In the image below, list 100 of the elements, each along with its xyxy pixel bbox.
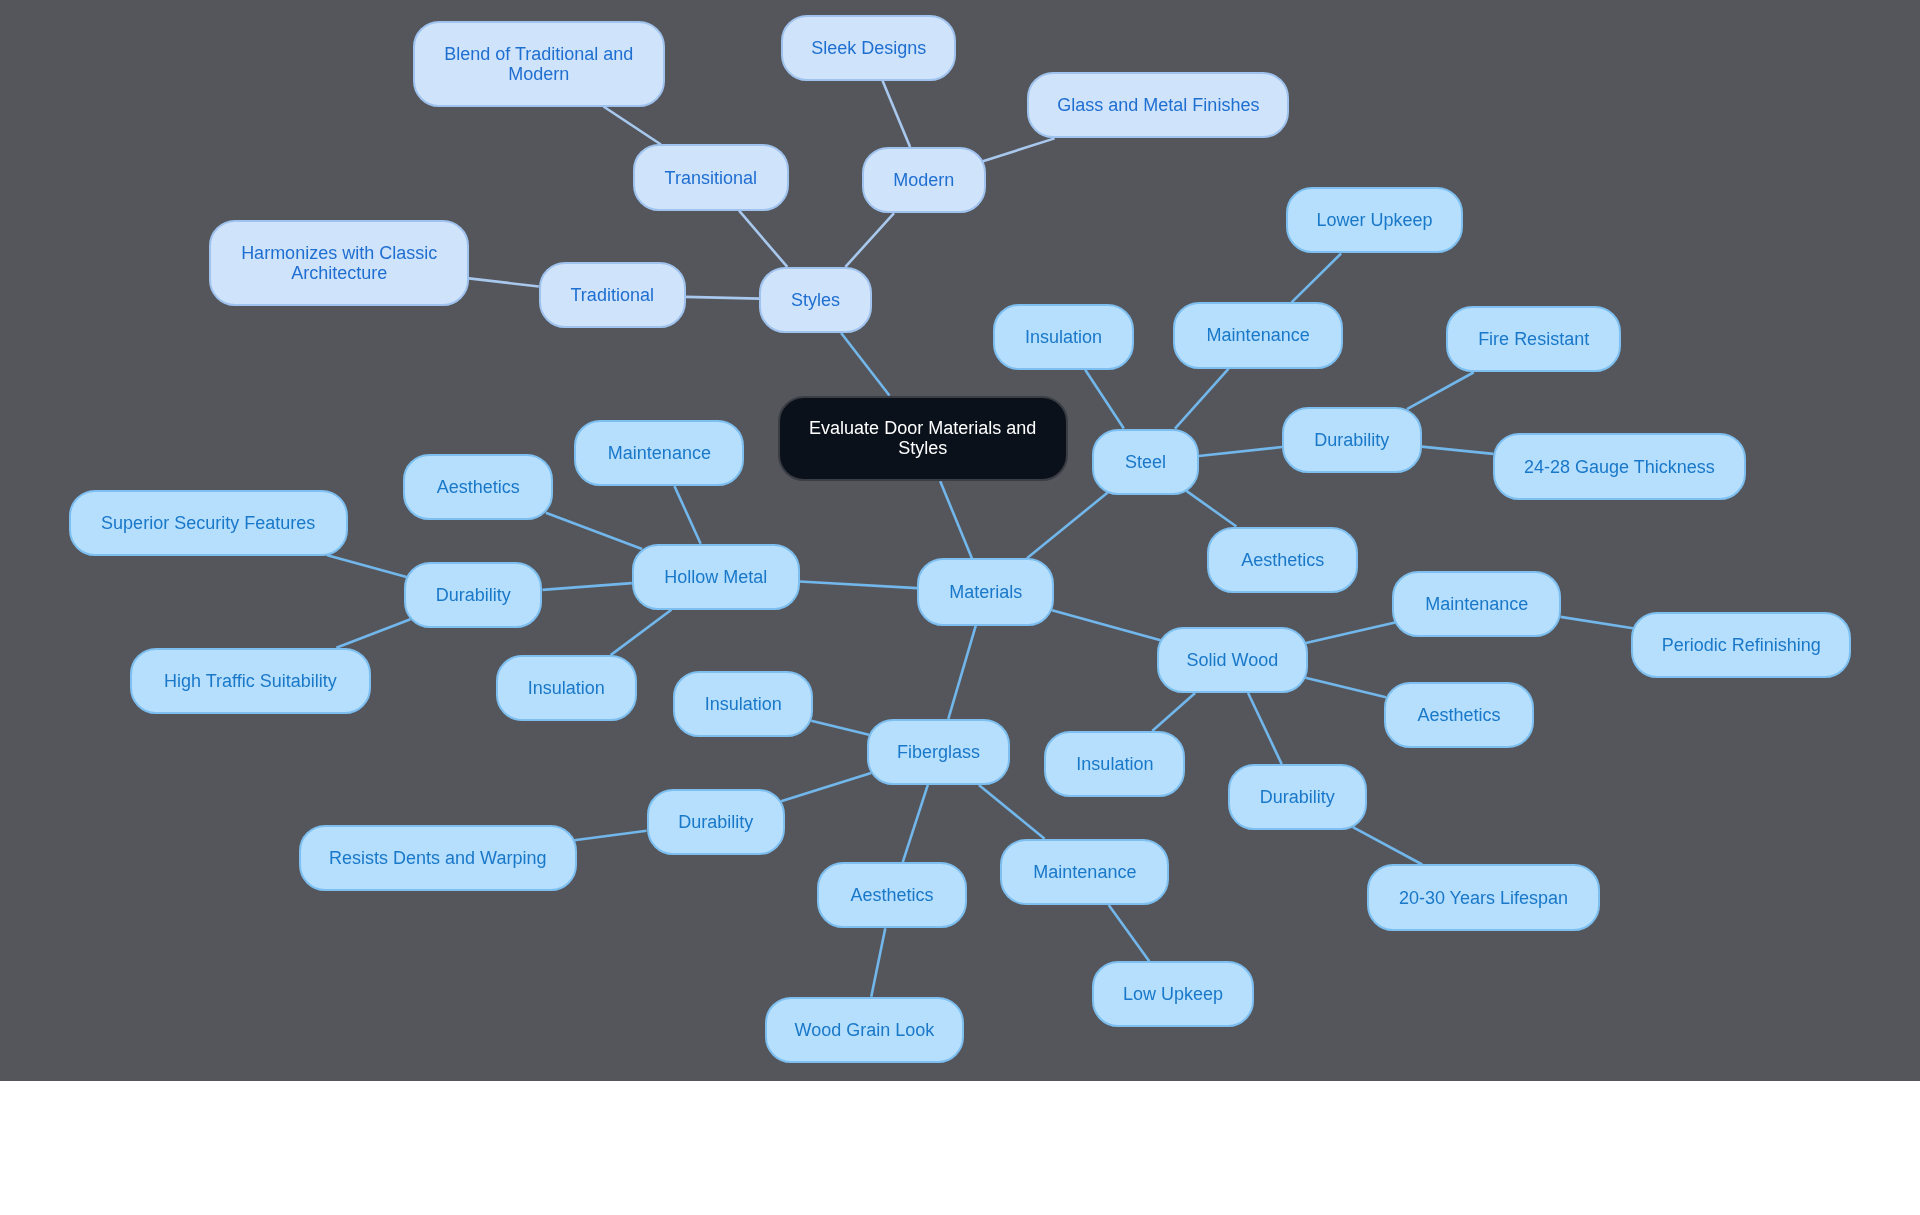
connector-line (982, 137, 1055, 163)
connector-line (939, 480, 974, 559)
topic-label: Maintenance (1425, 593, 1529, 614)
topic-label: Insulation (704, 694, 782, 715)
topic-node (402, 454, 554, 521)
topic-label: Superior Security Features (101, 512, 316, 533)
connector-line (1305, 621, 1396, 645)
topic-node (574, 420, 745, 487)
topic-label: Fire Resistant (1478, 329, 1590, 350)
topic-label: Fiberglass (897, 741, 981, 762)
connector-line (1406, 371, 1475, 411)
topic-node (495, 655, 637, 722)
topic-node (993, 303, 1134, 370)
topic-node (1000, 838, 1170, 905)
topic-node (1383, 682, 1535, 749)
connector-line (1560, 615, 1634, 630)
topic-label: High Traffic Suitability (164, 670, 337, 691)
topic-label: Insulation (1024, 326, 1102, 347)
topic-label: Wood Grain Look (794, 1019, 935, 1040)
connector-line (468, 277, 539, 288)
topic-node (631, 543, 800, 610)
connector-line (673, 485, 702, 545)
connector-line (1084, 369, 1125, 430)
connector-line (609, 608, 673, 657)
topic-label: Aesthetics (436, 477, 520, 498)
connector-line (335, 618, 411, 649)
topic-label: Durability (678, 811, 754, 832)
topic-node (1392, 570, 1562, 637)
topic-node (759, 266, 872, 334)
topic-node (1282, 406, 1422, 473)
topic-label: Transitional (664, 167, 757, 188)
topic-label: Glass and Metal Finishes (1057, 95, 1260, 116)
topic-node (68, 489, 348, 556)
topic-label: Evaluate Door Materials and Styles (808, 418, 1038, 459)
topic-node (129, 647, 371, 714)
topic-node (1285, 187, 1464, 254)
topic-label: Durability (1314, 429, 1390, 450)
topic-label: Styles (790, 290, 840, 310)
topic-node (633, 144, 789, 211)
topic-node (781, 14, 957, 81)
topic-node (1092, 428, 1199, 495)
topic-node (1228, 764, 1367, 831)
connector-line (1174, 367, 1230, 430)
topic-label: Solid Wood (1186, 650, 1279, 670)
connector-line (947, 625, 978, 720)
topic-node (1157, 626, 1308, 694)
topic-label: Periodic Refinishing (1661, 635, 1821, 656)
topic-node (1366, 864, 1601, 931)
topic-label: Resists Dents and Warping (329, 848, 547, 869)
connector-line (1421, 445, 1494, 456)
connector-line (1290, 252, 1342, 304)
topic-node (1092, 961, 1254, 1028)
connector-line (901, 784, 930, 863)
connector-line (869, 927, 887, 997)
connector-line (810, 719, 870, 737)
topic-node (866, 718, 1011, 785)
connector-line (1026, 491, 1109, 560)
connector-line (1185, 489, 1238, 528)
topic-node (538, 262, 686, 329)
topic-label: Durability (435, 585, 511, 606)
topic-label: Insulation (527, 678, 605, 699)
connector-line (574, 829, 647, 842)
topic-label: Sleek Designs (811, 37, 927, 58)
connector-line (1107, 904, 1151, 962)
topic-label: Durability (1259, 787, 1335, 808)
topic-node (1173, 302, 1344, 369)
connector-line (1352, 825, 1423, 866)
topic-node (1027, 72, 1290, 139)
topic-label: Aesthetics (1417, 705, 1501, 726)
topic-node (1492, 433, 1747, 500)
topic-label: Lower Upkeep (1316, 210, 1433, 231)
connector-line (1246, 692, 1283, 765)
topic-label: Blend of Traditional and Modern (443, 43, 635, 84)
topic-label: Maintenance (1206, 325, 1310, 346)
connector-line (978, 783, 1046, 840)
topic-label: Steel (1124, 451, 1166, 472)
topic-label: Traditional (570, 285, 654, 306)
connector-line (844, 212, 895, 268)
topic-node (209, 220, 469, 307)
topic-label: Maintenance (607, 443, 711, 464)
topic-node (673, 671, 814, 738)
topic-node (412, 20, 665, 107)
topic-node (1446, 306, 1622, 373)
connector-line (326, 554, 407, 579)
topic-label: Insulation (1076, 754, 1154, 775)
topic-label: Materials (949, 582, 1023, 603)
topic-node (765, 996, 964, 1063)
topic-node (404, 562, 543, 629)
connector-line (799, 580, 918, 590)
topic-label: Aesthetics (1241, 549, 1325, 570)
topic-node (1207, 526, 1358, 593)
connector-line (1051, 609, 1161, 642)
topic-node (298, 825, 577, 892)
topic-node (917, 558, 1055, 626)
topic-node (646, 788, 785, 855)
topic-node (862, 146, 986, 214)
topic-node (816, 862, 968, 929)
connector-line (542, 581, 632, 592)
connector-line (1151, 692, 1196, 732)
topic-node (1044, 731, 1186, 798)
